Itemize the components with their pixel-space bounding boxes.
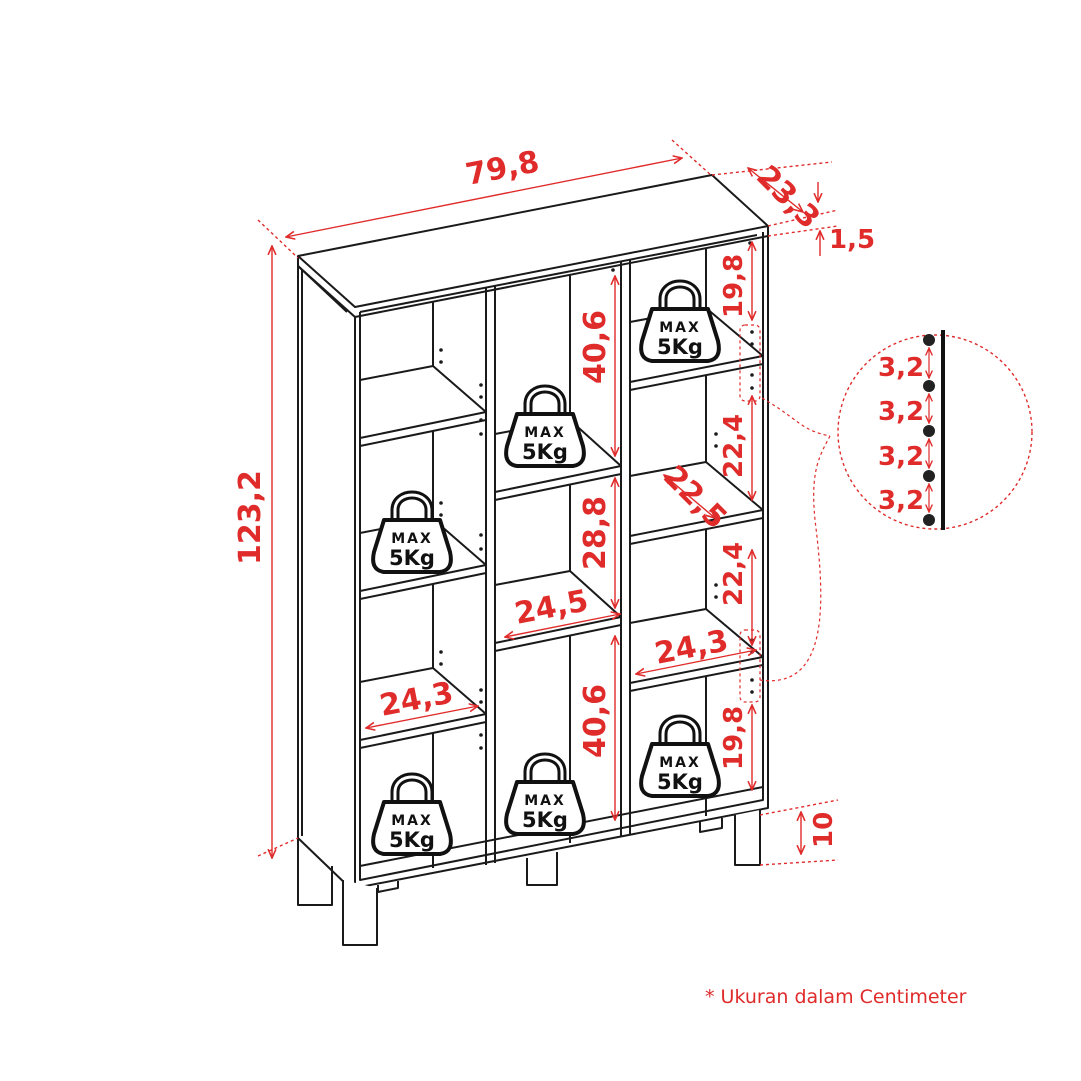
weight-badge: MAX 5Kg (506, 757, 584, 834)
height-dimension: 123,2 (233, 470, 268, 565)
svg-text:5Kg: 5Kg (389, 546, 435, 570)
center-top-height-dimension: 40,6 (578, 310, 613, 384)
top-thickness-dimension: 1,5 (829, 225, 875, 255)
right-upper-height-dimension: 22,4 (719, 414, 749, 478)
hole-spacing-label: 3,2 (878, 397, 924, 427)
right-lower-height-dimension: 22,4 (719, 542, 749, 606)
weight-badge: MAX 5Kg (641, 284, 719, 361)
width-dimension: 79,8 (463, 144, 542, 192)
leg-height-dimension: 10 (809, 812, 839, 848)
dimension-lines (257, 139, 839, 866)
right-bottom-height-dimension: 19,8 (719, 706, 749, 770)
svg-text:5Kg: 5Kg (389, 828, 435, 852)
svg-text:MAX: MAX (659, 755, 701, 771)
svg-text:5Kg: 5Kg (657, 770, 703, 794)
svg-text:MAX: MAX (524, 793, 566, 809)
svg-text:MAX: MAX (524, 425, 566, 441)
hole-spacing-label: 3,2 (878, 486, 924, 516)
svg-text:MAX: MAX (391, 813, 433, 829)
center-mid-height-dimension: 28,8 (578, 496, 613, 570)
svg-text:5Kg: 5Kg (522, 808, 568, 832)
hole-spacing-label: 3,2 (878, 442, 924, 472)
weight-badge: MAX 5Kg (641, 719, 719, 796)
svg-text:MAX: MAX (659, 320, 701, 336)
hole-spacing-label: 3,2 (878, 353, 924, 383)
units-note: * Ukuran dalam Centimeter (705, 986, 967, 1008)
weight-badge: MAX 5Kg (373, 777, 451, 854)
svg-text:MAX: MAX (391, 531, 433, 547)
svg-text:5Kg: 5Kg (657, 335, 703, 359)
weight-badge: MAX 5Kg (373, 495, 451, 572)
right-top-height-dimension: 19,8 (719, 254, 749, 318)
hole-spacing-detail: 3,2 3,2 3,2 3,2 (837, 330, 1033, 530)
svg-text:5Kg: 5Kg (522, 440, 568, 464)
weight-badge: MAX 5Kg (506, 389, 584, 466)
center-bottom-height-dimension: 40,6 (578, 684, 613, 758)
